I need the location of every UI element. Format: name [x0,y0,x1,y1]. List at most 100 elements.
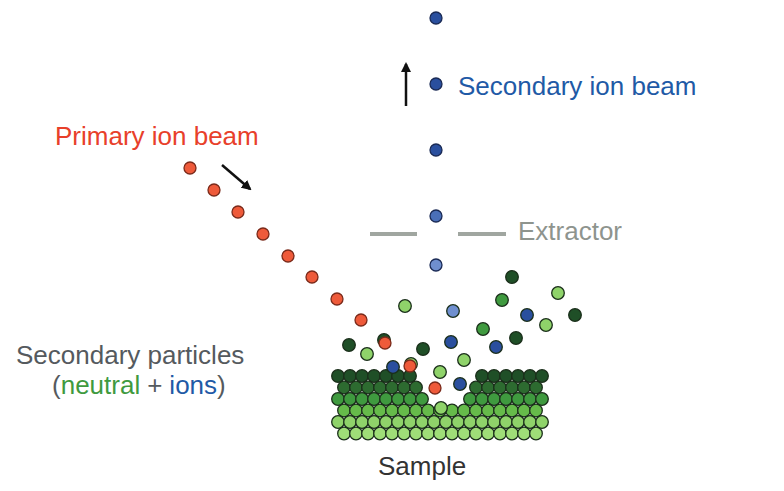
particle [392,416,405,429]
ions-label: ions [169,370,217,400]
particle [387,361,400,374]
particle [464,393,477,406]
particle [392,393,405,406]
particle [344,370,357,383]
particle [470,427,483,440]
particle [428,416,441,429]
particle [488,393,501,406]
particle [506,427,519,440]
particle [380,393,393,406]
primary-arrow [222,165,250,189]
particle [524,370,537,383]
particle [454,378,467,391]
particle [416,416,429,429]
particle [380,416,393,429]
particle [430,78,442,90]
particle [410,404,423,417]
particle [430,12,442,24]
particle [512,416,525,429]
particle [434,366,447,379]
particle [416,393,429,406]
particle [404,393,417,406]
particle [512,393,525,406]
particle [510,332,523,345]
particle [404,416,417,429]
particle [521,309,534,322]
part-label: Extractor [518,216,622,246]
particle [282,250,294,262]
particle [208,184,220,196]
particle [518,381,531,394]
particle [379,337,391,349]
neutral-label: neutral [61,370,141,400]
secondary-arrow [405,64,408,106]
particle [500,393,513,406]
particle [361,348,374,361]
particle [362,427,375,440]
particle [536,416,549,429]
particle [362,381,375,394]
particle [344,393,357,406]
secondary-ion-dots [430,12,442,271]
particle [417,343,430,356]
particle [458,427,471,440]
particle [536,370,549,383]
beam-label: Primary ion beam [55,121,259,151]
particle [434,427,447,440]
particle [447,305,460,318]
particle [386,404,399,417]
particle [374,427,387,440]
particle [482,427,495,440]
particle [494,381,507,394]
particle [232,206,244,218]
particle [530,381,543,394]
particle [524,393,537,406]
particle [332,370,345,383]
particle [496,294,509,307]
particle [446,427,459,440]
particle [477,323,490,336]
particle [430,210,442,222]
particle [470,381,483,394]
particle [398,381,411,394]
sample-label: Sample [378,451,466,481]
particle [488,370,501,383]
particle [343,339,356,352]
particle [429,382,441,394]
particle [350,404,363,417]
particle [404,360,416,372]
particle [435,402,448,415]
particle [356,416,369,429]
particle [356,393,369,406]
particle [494,404,507,417]
particles-subtitle: (neutral+ions) [52,370,226,400]
particle [306,271,318,283]
particle [398,404,411,417]
particle [500,416,513,429]
paren: ) [217,370,226,400]
particle [458,354,471,367]
particle [482,381,495,394]
plus-sign: + [147,370,162,400]
particle [410,427,423,440]
particle [355,314,367,326]
secondary-particles [343,271,582,415]
particle [488,416,501,429]
particle [490,341,503,354]
particle [482,404,495,417]
particle [399,300,412,313]
particle [430,144,442,156]
particle [386,427,399,440]
particle [530,404,543,417]
particle [332,416,345,429]
particle [338,427,351,440]
particle [368,393,381,406]
particle [368,416,381,429]
paren: ( [52,370,61,400]
sample-lattice [332,370,549,440]
particles-label: Secondary particles [16,340,244,370]
extractor-plate [458,232,506,236]
particle [374,381,387,394]
particle [464,416,477,429]
particle [569,309,582,322]
